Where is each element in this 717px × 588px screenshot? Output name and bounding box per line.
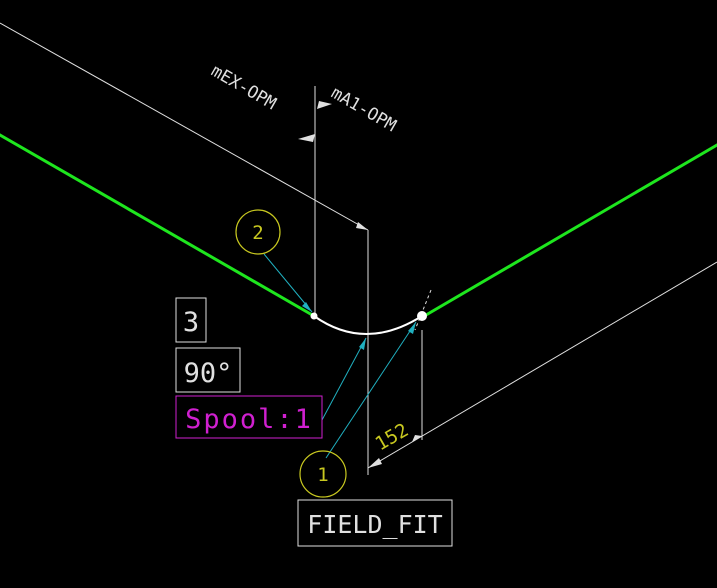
pipe-segments: [0, 133, 717, 318]
lower-dim-arrow-right: [412, 435, 422, 442]
leader-1-arrowhead: [408, 322, 416, 334]
reference-lines: [0, 22, 717, 475]
quantity-tag-box: [175, 297, 207, 343]
leader-spool: [321, 337, 367, 421]
ex-opm-arrow: [298, 134, 315, 142]
weld-point-left: [310, 312, 318, 320]
leader-bubble-2: [263, 253, 313, 313]
elbow-fitting: [313, 315, 423, 335]
lower-dimension-line: [367, 261, 717, 469]
quantity-tag-text: 3: [183, 307, 199, 338]
bubble-2-number: 2: [252, 222, 263, 244]
pipe-left: [0, 133, 316, 318]
angle-tag: 90°: [175, 347, 241, 393]
pipe-right: [424, 143, 717, 317]
bubble-1-circle: [299, 450, 347, 498]
leader-2-arrowhead: [302, 302, 312, 312]
leader-arrowheads: [302, 302, 416, 350]
lower-dim-arrow-left: [368, 458, 382, 468]
leader-lines: [263, 253, 417, 459]
spool-tag-box: [175, 395, 323, 439]
spool-tag-text: Spool:1: [185, 404, 313, 435]
leader-spool-arrowhead: [359, 338, 366, 350]
leader-bubble-1: [325, 321, 417, 459]
upper-dimension-line: [0, 22, 369, 231]
dimension-arrows: [298, 101, 422, 468]
bubble-1-number: 1: [317, 464, 328, 486]
bubble-2-circle: [235, 209, 281, 255]
bubble-2: 2: [235, 209, 281, 255]
a1-opm-arrow: [317, 101, 332, 109]
weld-centerline: [414, 289, 432, 331]
upper-dim-arrow: [356, 222, 368, 230]
quantity-tag: 3: [175, 297, 207, 343]
angle-tag-text: 90°: [184, 358, 233, 389]
angle-tag-box: [175, 347, 241, 393]
weld-point-right: [417, 311, 427, 321]
field-fit-tag-box: [297, 499, 453, 547]
spool-tag: Spool:1: [175, 395, 323, 439]
bubble-1: 1: [299, 450, 347, 498]
field-fit-tag: FIELD_FIT: [297, 499, 453, 547]
field-fit-tag-text: FIELD_FIT: [307, 510, 442, 539]
